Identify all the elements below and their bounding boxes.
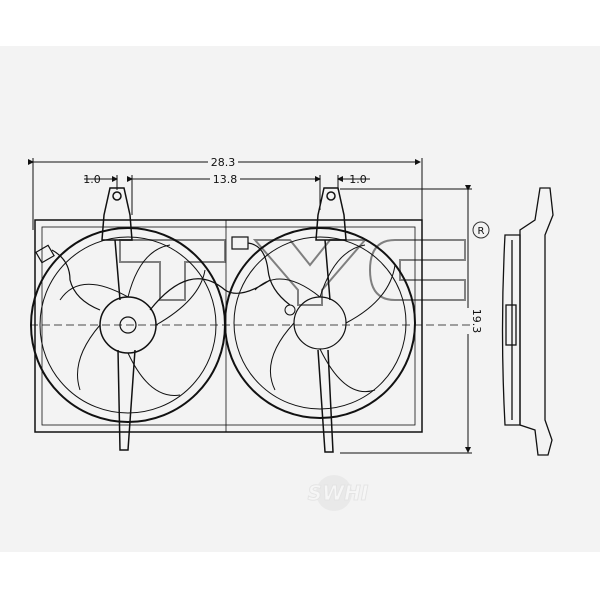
background-band <box>0 46 600 552</box>
right-offset-label: 1.0 <box>349 173 367 186</box>
mount-spacing-label: 13.8 <box>213 173 238 186</box>
registered-mark: R <box>478 226 485 237</box>
side-view <box>501 187 554 456</box>
right-fan <box>224 227 416 453</box>
dimension-lines <box>28 158 472 454</box>
shroud-frame <box>34 187 423 433</box>
dimension-labels: 28.3 1.0 13.8 1.0 19.3 R <box>83 154 490 334</box>
overall-width-label: 28.3 <box>211 156 236 169</box>
swhi-watermark: SWHI <box>307 475 369 511</box>
tyc-watermark <box>119 239 466 306</box>
swhi-watermark-text: SWHI <box>308 481 369 505</box>
height-label: 19.3 <box>470 309 483 334</box>
left-offset-label: 1.0 <box>83 173 101 186</box>
wiring-harness <box>35 236 291 311</box>
